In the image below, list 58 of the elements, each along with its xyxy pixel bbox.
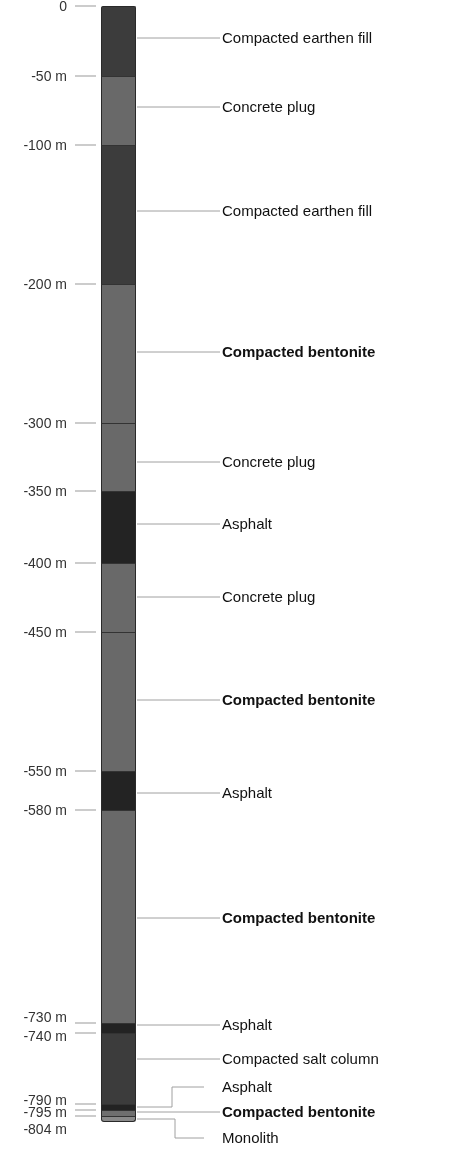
depth-label: -550 m xyxy=(23,763,67,779)
layer-label: Concrete plug xyxy=(222,588,316,606)
column-layer xyxy=(101,1033,136,1104)
depth-label: -580 m xyxy=(23,802,67,818)
depth-label: -804 m xyxy=(23,1121,67,1137)
column-layer xyxy=(101,1110,136,1116)
layer-label: Compacted salt column xyxy=(222,1050,379,1068)
leader-line xyxy=(136,106,221,108)
column-layer xyxy=(101,810,136,1023)
layer-label: Compacted bentonite xyxy=(222,909,376,927)
column-layer xyxy=(101,491,136,563)
layer-label: Monolith xyxy=(222,1129,279,1147)
column-layer xyxy=(101,563,136,632)
depth-label: -740 m xyxy=(23,1028,67,1044)
layer-label: Concrete plug xyxy=(222,98,316,116)
leader-line xyxy=(136,210,221,212)
depth-label: -730 m xyxy=(23,1009,67,1025)
column-layer xyxy=(101,632,136,771)
layer-label: Compacted earthen fill xyxy=(222,202,373,220)
column-layer xyxy=(101,284,136,423)
leader-line xyxy=(136,1118,205,1139)
column-layer xyxy=(101,771,136,810)
leader-line xyxy=(136,351,221,353)
column-layer xyxy=(101,6,136,76)
layer-label: Asphalt xyxy=(222,515,273,533)
depth-label: -200 m xyxy=(23,276,67,292)
layer-label: Compacted earthen fill xyxy=(222,29,373,47)
depth-label: -300 m xyxy=(23,415,67,431)
column-layer xyxy=(101,1104,136,1110)
leader-line xyxy=(136,1086,205,1108)
leader-line xyxy=(136,461,221,463)
depth-label: -400 m xyxy=(23,555,67,571)
column-layer xyxy=(101,145,136,284)
leader-line xyxy=(136,699,221,701)
layer-label: Compacted bentonite xyxy=(222,1103,376,1121)
leader-line xyxy=(136,596,221,598)
leader-line xyxy=(136,1058,221,1060)
layer-label: Asphalt xyxy=(222,1078,273,1096)
layer-label: Compacted bentonite xyxy=(222,691,376,709)
layer-label: Asphalt xyxy=(222,1016,273,1034)
leader-line xyxy=(136,37,221,39)
layer-label: Concrete plug xyxy=(222,453,316,471)
depth-label: 0 xyxy=(59,0,67,14)
layer-label: Compacted bentonite xyxy=(222,343,376,361)
depth-label: -350 m xyxy=(23,483,67,499)
leader-line xyxy=(136,1024,221,1026)
leader-line xyxy=(136,917,221,919)
depth-label: -100 m xyxy=(23,137,67,153)
depth-label: -50 m xyxy=(31,68,67,84)
column-layer xyxy=(101,423,136,491)
column-layer xyxy=(101,1116,136,1122)
leader-line xyxy=(136,523,221,525)
column-layer xyxy=(101,1023,136,1033)
depth-label: -450 m xyxy=(23,624,67,640)
leader-line xyxy=(136,792,221,794)
column-layer xyxy=(101,76,136,145)
layer-label: Asphalt xyxy=(222,784,273,802)
leader-line xyxy=(136,1111,221,1113)
